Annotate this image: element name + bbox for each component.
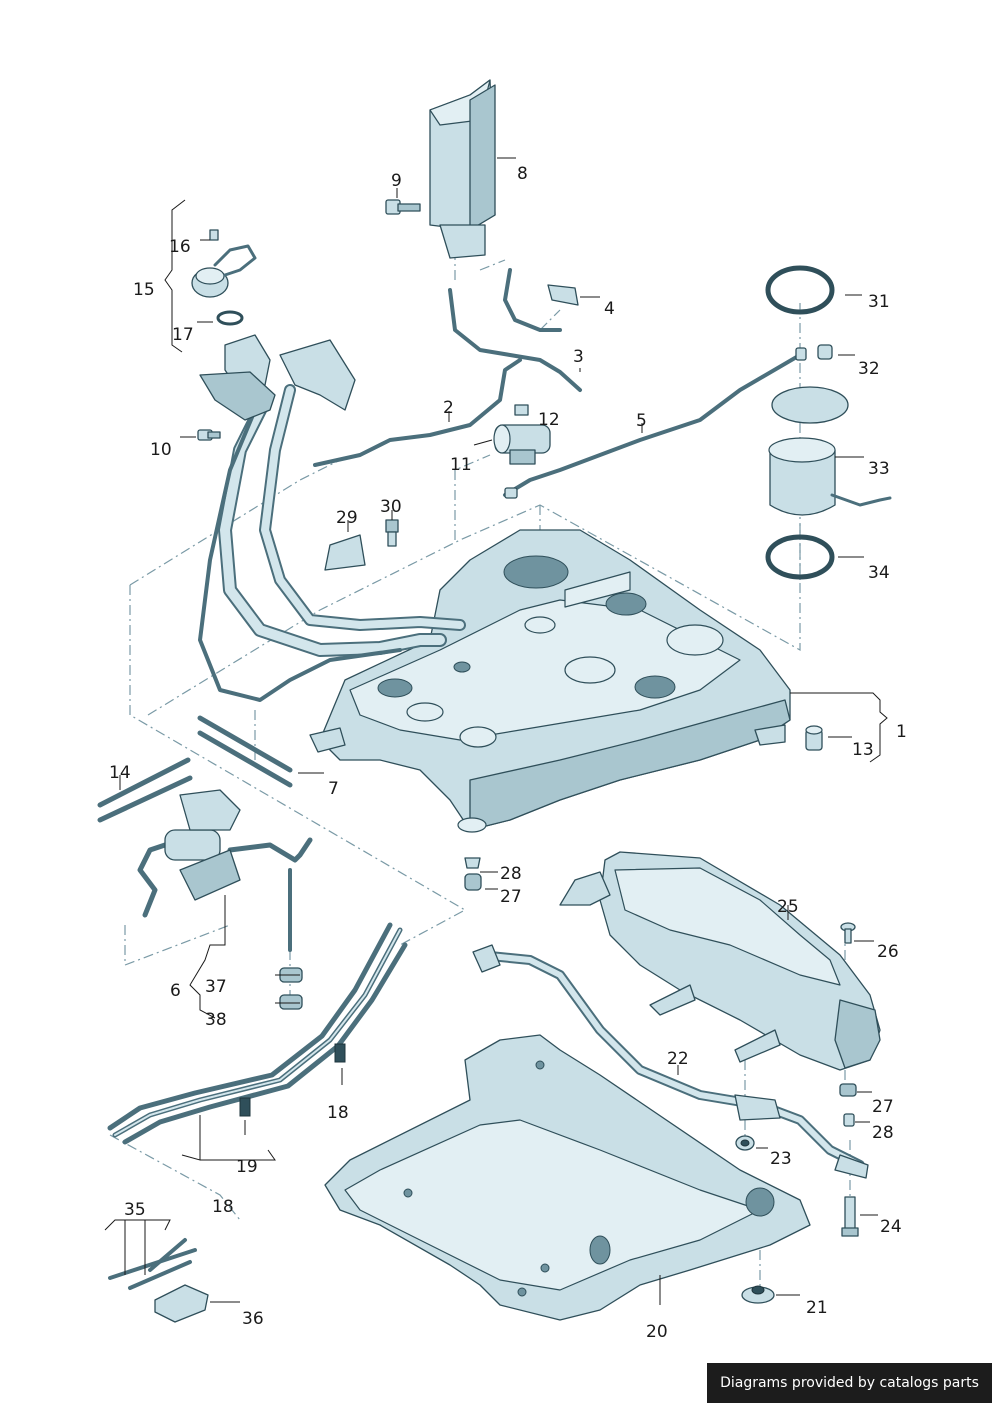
- bolt-10: [197, 429, 221, 441]
- callout-8: 8: [517, 164, 528, 184]
- callout-15: 15: [133, 280, 155, 300]
- bracket-bar: [472, 944, 869, 1179]
- filter-unit-6: [137, 789, 313, 1010]
- vent-hoses: [313, 268, 807, 499]
- callout-6: 6: [170, 981, 181, 1001]
- parts-35-36: [108, 1238, 209, 1323]
- callout-24: 24: [880, 1217, 902, 1237]
- nut-21: [741, 1285, 775, 1304]
- callout-27-right: 27: [872, 1097, 894, 1117]
- valve-11-12: [493, 404, 551, 465]
- callout-17: 17: [172, 325, 194, 345]
- callout-38: 38: [205, 1010, 227, 1030]
- callout-11: 11: [450, 455, 472, 475]
- callout-22: 22: [667, 1049, 689, 1069]
- heat-shield: [559, 851, 881, 1071]
- callout-10: 10: [150, 440, 172, 460]
- callout-20: 20: [646, 1322, 668, 1342]
- fasteners-tank: [464, 857, 482, 891]
- callout-23: 23: [770, 1149, 792, 1169]
- fasteners-right: [735, 922, 859, 1237]
- callout-1: 1: [896, 722, 907, 742]
- callout-9: 9: [391, 171, 402, 191]
- callout-3: 3: [573, 347, 584, 367]
- charcoal-canister: [429, 79, 496, 259]
- callout-33: 33: [868, 459, 890, 479]
- credit-banner: Diagrams provided by catalogs parts: [707, 1363, 992, 1403]
- callout-35: 35: [124, 1200, 146, 1220]
- callout-14: 14: [109, 763, 131, 783]
- callout-21: 21: [806, 1298, 828, 1318]
- callout-18-lower: 18: [212, 1197, 234, 1217]
- leader-lines: [104, 157, 888, 1305]
- underbody-shield: [324, 1034, 811, 1321]
- callout-4: 4: [604, 299, 615, 319]
- line-bundle-19: [107, 922, 408, 1145]
- callout-36: 36: [242, 1309, 264, 1329]
- callout-19: 19: [236, 1157, 258, 1177]
- bolt-9: [385, 199, 421, 215]
- callout-16: 16: [169, 237, 191, 257]
- fuel-tank: [309, 529, 791, 833]
- callout-13: 13: [852, 740, 874, 760]
- callout-25: 25: [777, 897, 799, 917]
- callout-28-tank: 28: [500, 864, 522, 884]
- filler-cap: [191, 229, 257, 326]
- callout-26: 26: [877, 942, 899, 962]
- callout-7: 7: [328, 779, 339, 799]
- callout-28-right: 28: [872, 1123, 894, 1143]
- fuel-pump-assembly: [765, 265, 892, 580]
- callout-12: 12: [538, 410, 560, 430]
- callout-32: 32: [858, 359, 880, 379]
- callout-37: 37: [205, 977, 227, 997]
- callout-31: 31: [868, 292, 890, 312]
- callout-2: 2: [443, 398, 454, 418]
- plug-13: [805, 725, 823, 751]
- straps: [97, 715, 293, 823]
- callout-30: 30: [380, 497, 402, 517]
- callout-18-upper: 18: [327, 1103, 349, 1123]
- filler-neck: [198, 334, 466, 702]
- callout-5: 5: [636, 411, 647, 431]
- callout-labels: 1 2 3 4 5 6 7 8 9 10 11 12 13 14 15 16 1…: [109, 164, 907, 1342]
- callout-34: 34: [868, 563, 890, 583]
- callout-29: 29: [336, 508, 358, 528]
- callout-27-tank: 27: [500, 887, 522, 907]
- cover-29-screw-30: [324, 519, 399, 571]
